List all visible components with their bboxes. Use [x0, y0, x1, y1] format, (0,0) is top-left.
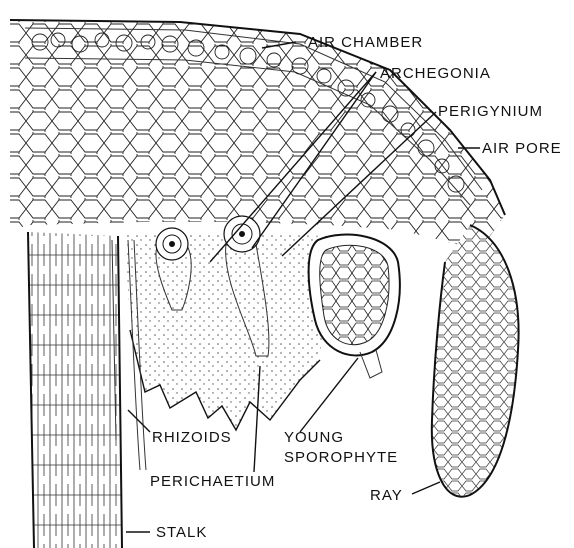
young-sporophyte	[309, 235, 400, 378]
label-stalk: STALK	[156, 524, 207, 541]
label-ray: RAY	[370, 487, 403, 504]
label-air-chamber: AIR CHAMBER	[308, 34, 423, 51]
label-archegonia: ARCHEGONIA	[380, 65, 491, 82]
label-young-sporophyte-line1: YOUNG	[284, 429, 344, 446]
label-rhizoids: RHIZOIDS	[152, 429, 232, 446]
label-young-sporophyte-line2: SPOROPHYTE	[284, 449, 398, 466]
label-perigynium: PERIGYNIUM	[438, 103, 543, 120]
label-perichaetium: PERICHAETIUM	[150, 473, 275, 490]
label-air-pore: AIR PORE	[482, 140, 562, 157]
